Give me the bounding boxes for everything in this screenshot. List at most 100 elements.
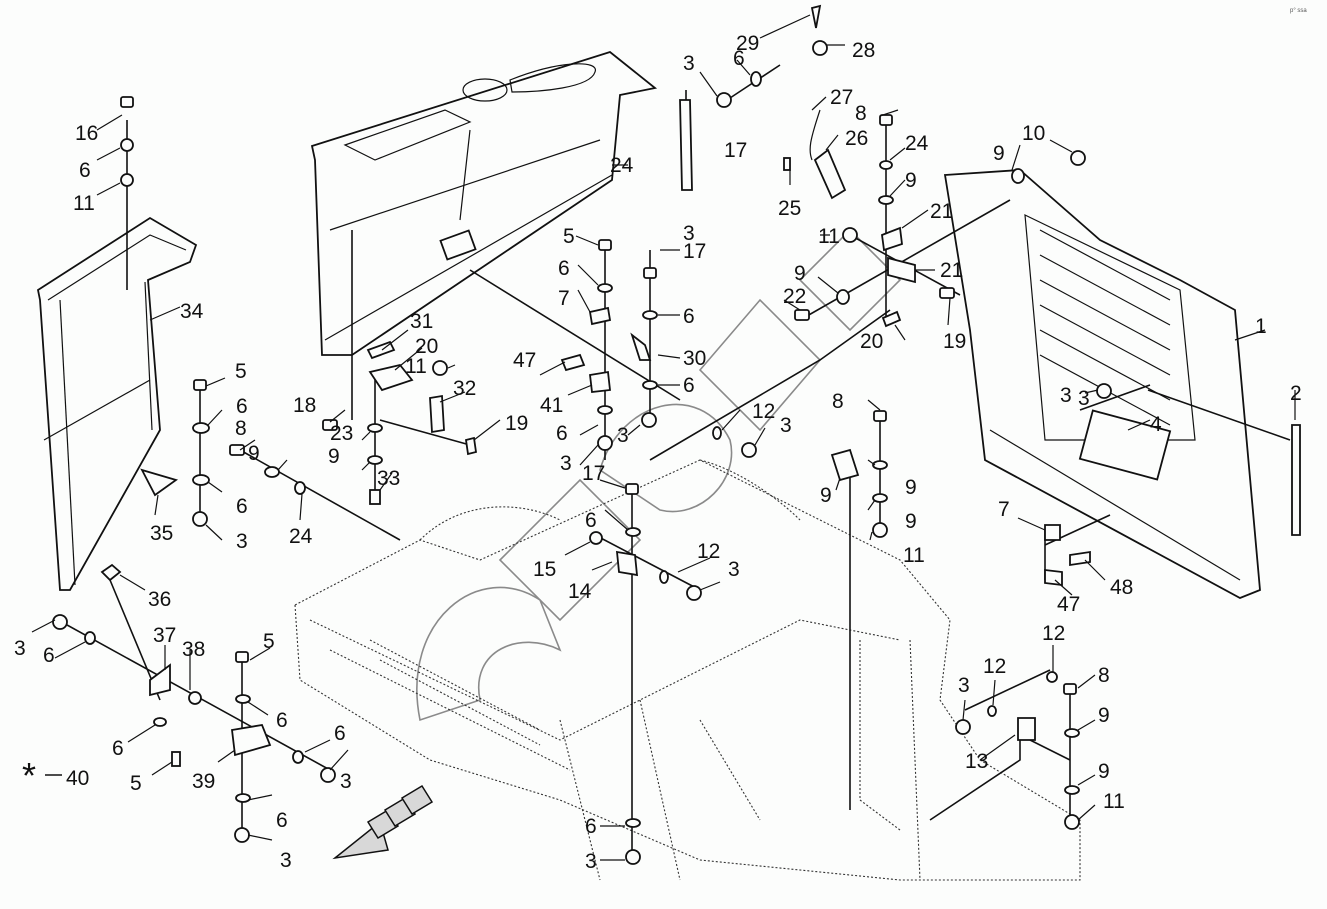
nut-icon — [597, 435, 613, 451]
washer-icon — [878, 195, 894, 205]
bolt-icon — [879, 114, 893, 126]
callout-label: 33 — [377, 467, 400, 490]
washer-icon — [1064, 785, 1080, 795]
callout-label: 6 — [112, 737, 124, 760]
washer-icon — [264, 466, 280, 478]
bolt-icon — [643, 267, 657, 279]
callout-label: 17 — [724, 139, 747, 162]
washer-icon — [367, 455, 383, 465]
callout-label: 11 — [818, 225, 840, 248]
callout-label: 21 — [940, 259, 963, 282]
callout-label: 5 — [235, 360, 247, 383]
bracket-icon — [1044, 568, 1063, 587]
callout-label: 24 — [610, 154, 634, 177]
washer-icon — [625, 818, 641, 828]
lock-washer-icon — [712, 426, 722, 440]
callout-label: 12 — [697, 540, 720, 563]
hardware — [52, 40, 1112, 865]
bracket-icon — [615, 550, 639, 577]
callout-label: 22 — [783, 285, 806, 308]
bracket-icon — [589, 370, 611, 393]
callout-label: 3 — [14, 637, 26, 660]
callout-label: 3 — [958, 674, 970, 697]
callout-label: 29 — [736, 32, 759, 55]
clip-icon — [588, 306, 612, 326]
callout-label: 6 — [276, 709, 288, 732]
bolt-icon — [322, 419, 338, 431]
callout-label: 32 — [453, 377, 476, 400]
clip-icon — [1069, 550, 1091, 567]
washer-icon — [192, 474, 210, 486]
lock-washer-icon — [120, 173, 134, 187]
callout-label: 9 — [905, 476, 917, 499]
plate-icon — [464, 436, 478, 456]
callout-label: 20 — [415, 335, 438, 358]
nut-icon — [686, 585, 702, 601]
callout-label: 13 — [965, 750, 988, 773]
callout-label: 41 — [540, 394, 563, 417]
callout-label: 3 — [585, 850, 597, 873]
nut-icon — [641, 412, 657, 428]
washer-icon — [1064, 728, 1080, 738]
front-direction-arrow — [332, 784, 434, 860]
callout-label: 28 — [852, 39, 875, 62]
callout-label: 21 — [930, 200, 953, 223]
callout-label: 3 — [728, 558, 740, 581]
washer-icon — [294, 481, 306, 495]
bolt-icon — [939, 287, 955, 299]
washer-icon — [120, 138, 134, 152]
callout-label: 6 — [585, 815, 597, 838]
callout-label: 6 — [556, 422, 568, 445]
callout-label: 7 — [998, 498, 1010, 521]
nut-icon — [716, 92, 732, 108]
callout-label: 6 — [683, 305, 695, 328]
callout-label: 8 — [1098, 664, 1110, 687]
callout-label: 39 — [192, 770, 215, 793]
chassis-frame — [294, 459, 1081, 881]
callout-label: 8 — [235, 417, 247, 440]
washer-icon — [367, 423, 383, 433]
latch-plate-icon — [429, 394, 445, 434]
callout-label: 6 — [276, 809, 288, 832]
callout-label: 14 — [568, 580, 592, 603]
bracket-icon — [830, 448, 860, 482]
callout-label: 11 — [903, 544, 925, 567]
lock-washer-icon — [987, 705, 997, 717]
callout-label: 25 — [778, 197, 801, 220]
lock-washer-icon — [659, 570, 669, 584]
clip-icon — [560, 353, 586, 372]
washer-icon — [642, 310, 658, 320]
brackets — [100, 4, 1301, 757]
bracket-icon — [231, 723, 272, 757]
callout-label: 12 — [752, 400, 775, 423]
callout-label: 11 — [1103, 790, 1125, 813]
callout-label: 47 — [1057, 593, 1080, 616]
callout-label: 3 — [780, 414, 792, 437]
pin-icon — [810, 4, 822, 29]
bolt-icon — [235, 651, 249, 663]
callout-label: 36 — [148, 588, 171, 611]
side-panel-left — [36, 216, 198, 591]
gas-strut-icon — [679, 99, 693, 191]
callout-label: 16 — [75, 122, 98, 145]
callout-label: 20 — [860, 330, 883, 353]
washer-icon — [235, 793, 251, 803]
callout-label: 38 — [182, 638, 205, 661]
callout-label: 19 — [505, 412, 528, 435]
washer-icon — [153, 717, 167, 727]
bolt-icon — [369, 489, 381, 505]
callout-label: 24 — [289, 525, 313, 548]
callout-label: 31 — [410, 310, 433, 333]
washer-icon — [84, 631, 96, 645]
callout-label: 34 — [180, 300, 204, 323]
callout-label: 8 — [832, 390, 844, 413]
callout-label: 6 — [79, 159, 91, 182]
callout-label: 3 — [280, 849, 292, 872]
callout-label: 6 — [43, 644, 55, 667]
callout-label: 5 — [130, 772, 142, 795]
callout-label: 2 — [1290, 382, 1302, 405]
nut-icon — [741, 442, 757, 458]
washer-icon — [836, 289, 850, 305]
nut-icon — [1070, 150, 1086, 166]
